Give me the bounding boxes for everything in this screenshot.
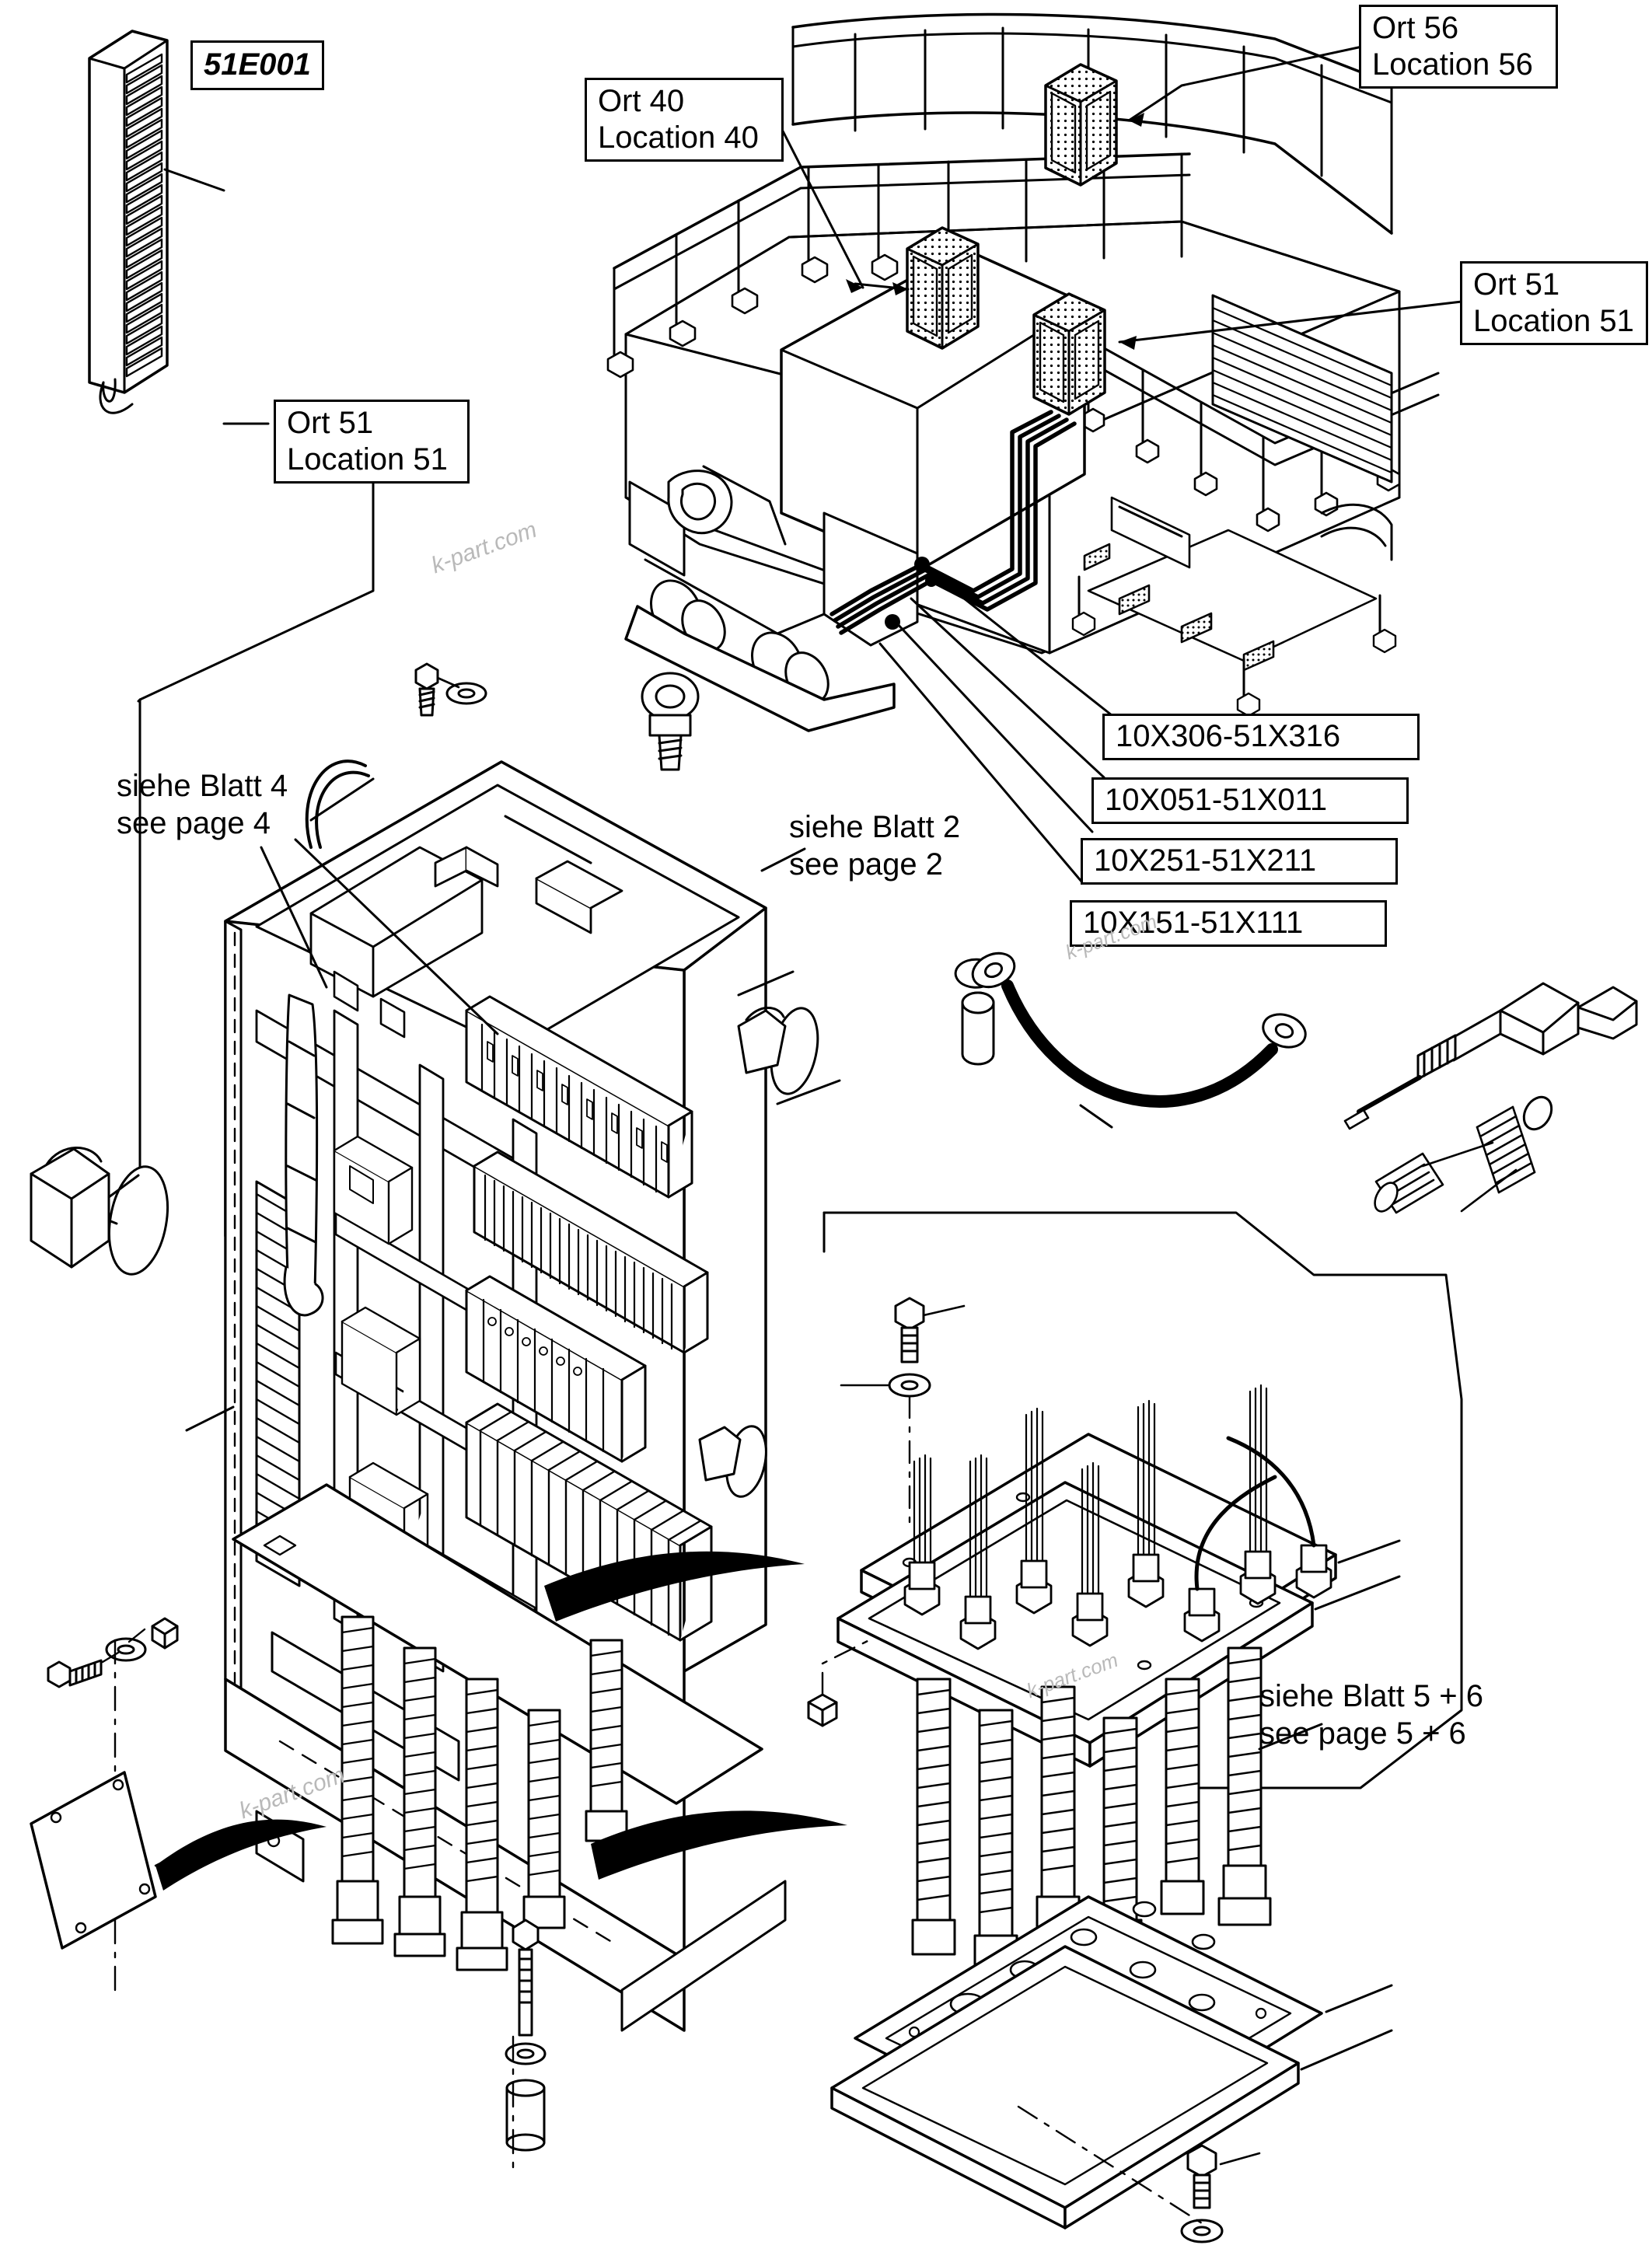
label-cable-10X306-51X316: 10X306-51X316 — [1102, 714, 1420, 760]
label-cable-10X251-51X211: 10X251-51X211 — [1081, 838, 1398, 885]
pageref-blatt-2: siehe Blatt 2 see page 2 — [789, 808, 960, 883]
cable-label-text: 10X051-51X011 — [1105, 783, 1328, 818]
finned-stack-part — [88, 30, 225, 414]
pageref-blatt-2-de: siehe Blatt 2 — [789, 810, 961, 844]
ground-strap-cable — [954, 951, 1307, 1129]
pageref-blatt-4-en: see page 4 — [117, 806, 271, 840]
connector-assembly — [1343, 982, 1638, 1214]
label-ort-40: Ort 40 Location 40 — [585, 78, 784, 162]
pageref-blatt-5-6-en: see page 5 + 6 — [1259, 1716, 1466, 1751]
eye-bolt — [641, 672, 700, 771]
callout-frame-glands — [823, 1211, 1463, 1789]
label-ort-40-line1: Ort 40 — [598, 83, 685, 118]
cable-label-text: 10X151-51X111 — [1083, 906, 1304, 941]
label-ort-51-left-line1: Ort 51 — [287, 405, 374, 440]
pageref-blatt-4-de: siehe Blatt 4 — [117, 769, 288, 803]
label-ort-51-right-line2: Location 51 — [1473, 304, 1634, 338]
label-ort-56-line2: Location 56 — [1372, 47, 1533, 82]
label-ort-40-line2: Location 40 — [598, 120, 759, 155]
label-ort-51-left: Ort 51 Location 51 — [274, 400, 470, 484]
cable-label-text: 10X251-51X211 — [1094, 843, 1317, 878]
cabinet-ort-51 — [1032, 292, 1106, 416]
part-tag-text: 51E001 — [204, 47, 311, 82]
door-latch-part — [30, 1147, 169, 1276]
label-ort-51-right-line1: Ort 51 — [1473, 267, 1560, 302]
cable-gland-plate-assembly — [807, 1297, 1401, 1971]
pageref-blatt-5-6-de: siehe Blatt 5 + 6 — [1259, 1679, 1483, 1713]
label-cable-10X051-51X011: 10X051-51X011 — [1091, 777, 1409, 824]
pageref-blatt-2-en: see page 2 — [789, 847, 943, 882]
label-ort-51-left-line2: Location 51 — [287, 442, 448, 477]
cabinet-ort-56 — [1044, 63, 1118, 187]
pageref-blatt-5-6: siehe Blatt 5 + 6 see page 5 + 6 — [1259, 1678, 1483, 1752]
flexible-conduits — [331, 1615, 628, 1971]
cabinet-ort-40 — [906, 226, 980, 350]
label-ort-56: Ort 56 Location 56 — [1359, 5, 1558, 89]
label-ort-56-line1: Ort 56 — [1372, 10, 1459, 45]
label-cable-10X151-51X111: 10X151-51X111 — [1070, 900, 1387, 947]
perforated-cover-plate — [830, 1895, 1393, 2243]
hardware-parts — [30, 662, 847, 2178]
pageref-blatt-4: siehe Blatt 4 see page 4 — [117, 767, 288, 842]
label-ort-51-right: Ort 51 Location 51 — [1460, 261, 1648, 345]
part-tag-51E001: 51E001 — [190, 40, 324, 90]
machine-assembly — [222, 12, 1463, 884]
control-cabinet-exploded — [30, 759, 841, 2032]
cable-label-text: 10X306-51X316 — [1116, 719, 1341, 754]
